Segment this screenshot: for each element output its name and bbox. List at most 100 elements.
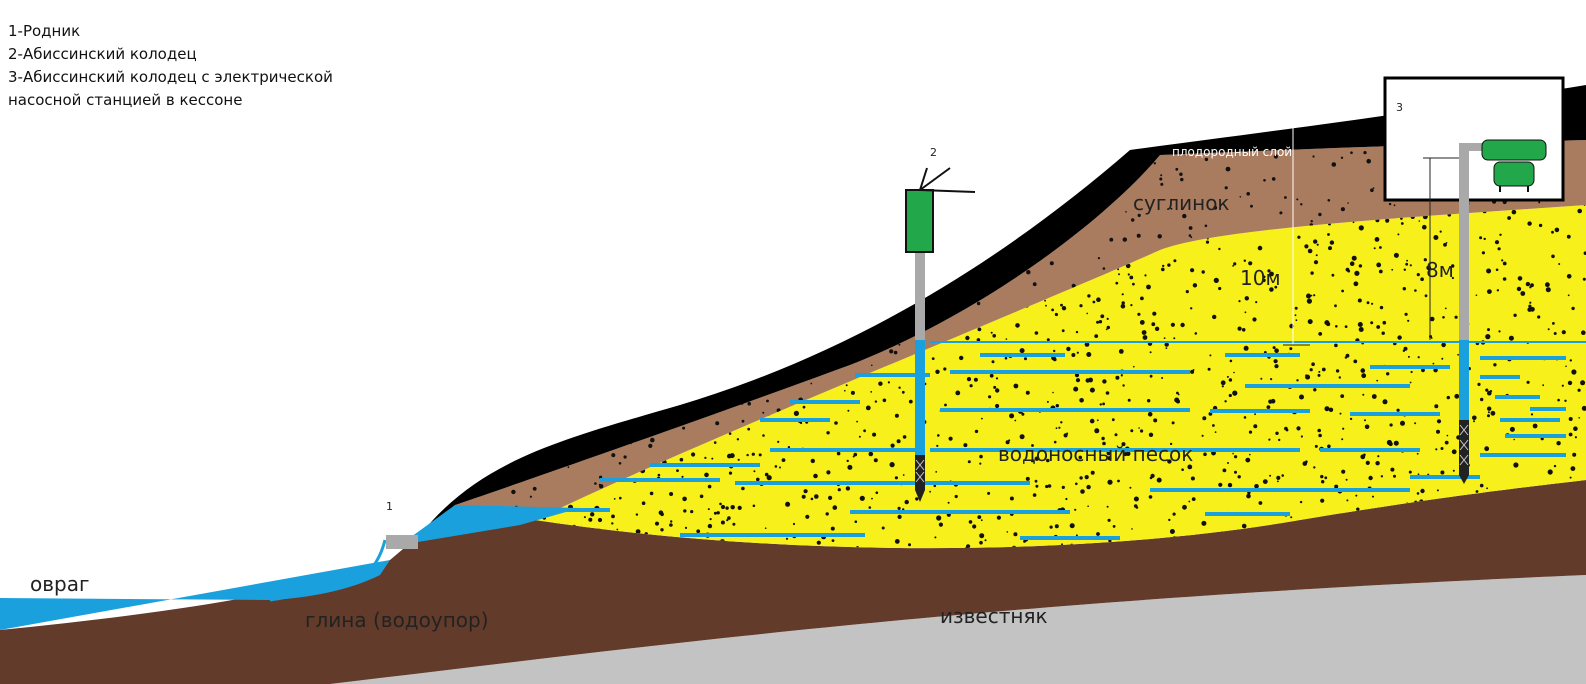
texture-dot (1511, 209, 1517, 215)
texture-dot (1107, 518, 1111, 522)
texture-dot (1530, 413, 1534, 416)
legend-item-pump-well: 3-Абиссинский колодец с электрической (8, 68, 333, 86)
texture-dot (1479, 236, 1483, 240)
texture-dot (770, 205, 774, 209)
texture-dot (1278, 438, 1281, 442)
texture-dot (1347, 202, 1349, 204)
texture-dot (1074, 508, 1077, 511)
texture-dot (728, 471, 733, 475)
texture-dot (1156, 477, 1162, 483)
texture-dot (1063, 433, 1068, 438)
texture-dot (979, 454, 983, 459)
texture-dot (589, 338, 594, 343)
texture-dot (1537, 315, 1541, 319)
texture-dot (476, 255, 479, 257)
texture-dot (820, 325, 823, 329)
texture-dot (1420, 277, 1424, 282)
texture-dot (664, 302, 670, 308)
texture-dot (929, 490, 931, 493)
texture-dot (737, 247, 742, 252)
texture-dot (639, 220, 644, 226)
texture-dot (987, 491, 991, 495)
texture-dot (1243, 345, 1249, 351)
texture-dot (1160, 174, 1163, 177)
texture-dot (667, 262, 672, 268)
texture-dot (585, 369, 590, 375)
texture-dot (981, 417, 983, 420)
texture-dot (686, 255, 691, 261)
texture-dot (1313, 466, 1316, 469)
texture-dot (608, 236, 613, 241)
texture-dot (465, 375, 470, 379)
texture-dot (1365, 460, 1370, 465)
texture-dot (663, 278, 667, 282)
texture-dot (972, 250, 977, 255)
texture-dot (1353, 281, 1359, 287)
texture-dot (1169, 442, 1173, 446)
texture-dot (576, 221, 581, 226)
texture-dot (1284, 196, 1287, 199)
texture-dot (1424, 294, 1428, 298)
texture-dot (1165, 347, 1168, 349)
texture-dot (771, 304, 776, 309)
texture-dot (1053, 357, 1057, 362)
caisson-box (1383, 76, 1565, 202)
texture-dot (588, 290, 592, 295)
texture-dot (801, 291, 804, 293)
texture-dot (732, 522, 736, 526)
texture-dot (1339, 412, 1342, 415)
texture-dot (470, 234, 474, 239)
texture-dot (990, 331, 993, 334)
texture-dot (581, 299, 586, 304)
texture-dot (880, 208, 884, 211)
texture-dot (546, 290, 552, 296)
texture-dot (1414, 289, 1417, 292)
texture-dot (588, 517, 593, 522)
texture-dot (697, 354, 700, 357)
texture-dot (1030, 221, 1033, 223)
texture-dot (1296, 426, 1301, 431)
texture-dot (533, 422, 535, 424)
texture-dot (552, 430, 556, 434)
texture-dot (821, 266, 825, 270)
texture-dot (680, 251, 684, 255)
texture-dot (665, 252, 670, 258)
texture-dot (710, 374, 714, 378)
texture-dot (1087, 294, 1091, 298)
texture-dot (1324, 406, 1330, 412)
texture-dot (1140, 429, 1144, 433)
texture-dot (1502, 277, 1507, 281)
texture-dot (567, 429, 570, 431)
texture-dot (554, 252, 558, 257)
texture-dot (705, 297, 709, 301)
texture-dot (579, 263, 583, 267)
texture-dot (1454, 393, 1460, 399)
texture-dot (695, 205, 700, 209)
texture-dot (1341, 289, 1344, 293)
texture-dot (714, 250, 717, 253)
texture-dot (1075, 534, 1078, 537)
texture-dot (688, 163, 694, 168)
texture-dot (737, 505, 742, 510)
texture-dot (613, 419, 617, 423)
texture-dot (1228, 393, 1232, 398)
texture-dot (755, 339, 760, 344)
texture-dot (497, 197, 502, 202)
texture-dot (1096, 297, 1101, 303)
limestone-layer (330, 575, 1586, 684)
texture-dot (1404, 312, 1408, 316)
texture-dot (547, 225, 550, 228)
texture-dot (718, 317, 723, 322)
texture-dot (1170, 207, 1173, 210)
texture-dot (532, 486, 537, 491)
texture-dot (821, 341, 825, 345)
texture-dot (576, 241, 582, 247)
texture-dot (700, 233, 704, 236)
texture-dot (715, 421, 720, 426)
texture-dot (741, 419, 745, 423)
texture-dot (1132, 282, 1135, 286)
texture-dot (1327, 444, 1331, 449)
texture-dot (937, 236, 943, 242)
texture-dot (892, 281, 897, 286)
